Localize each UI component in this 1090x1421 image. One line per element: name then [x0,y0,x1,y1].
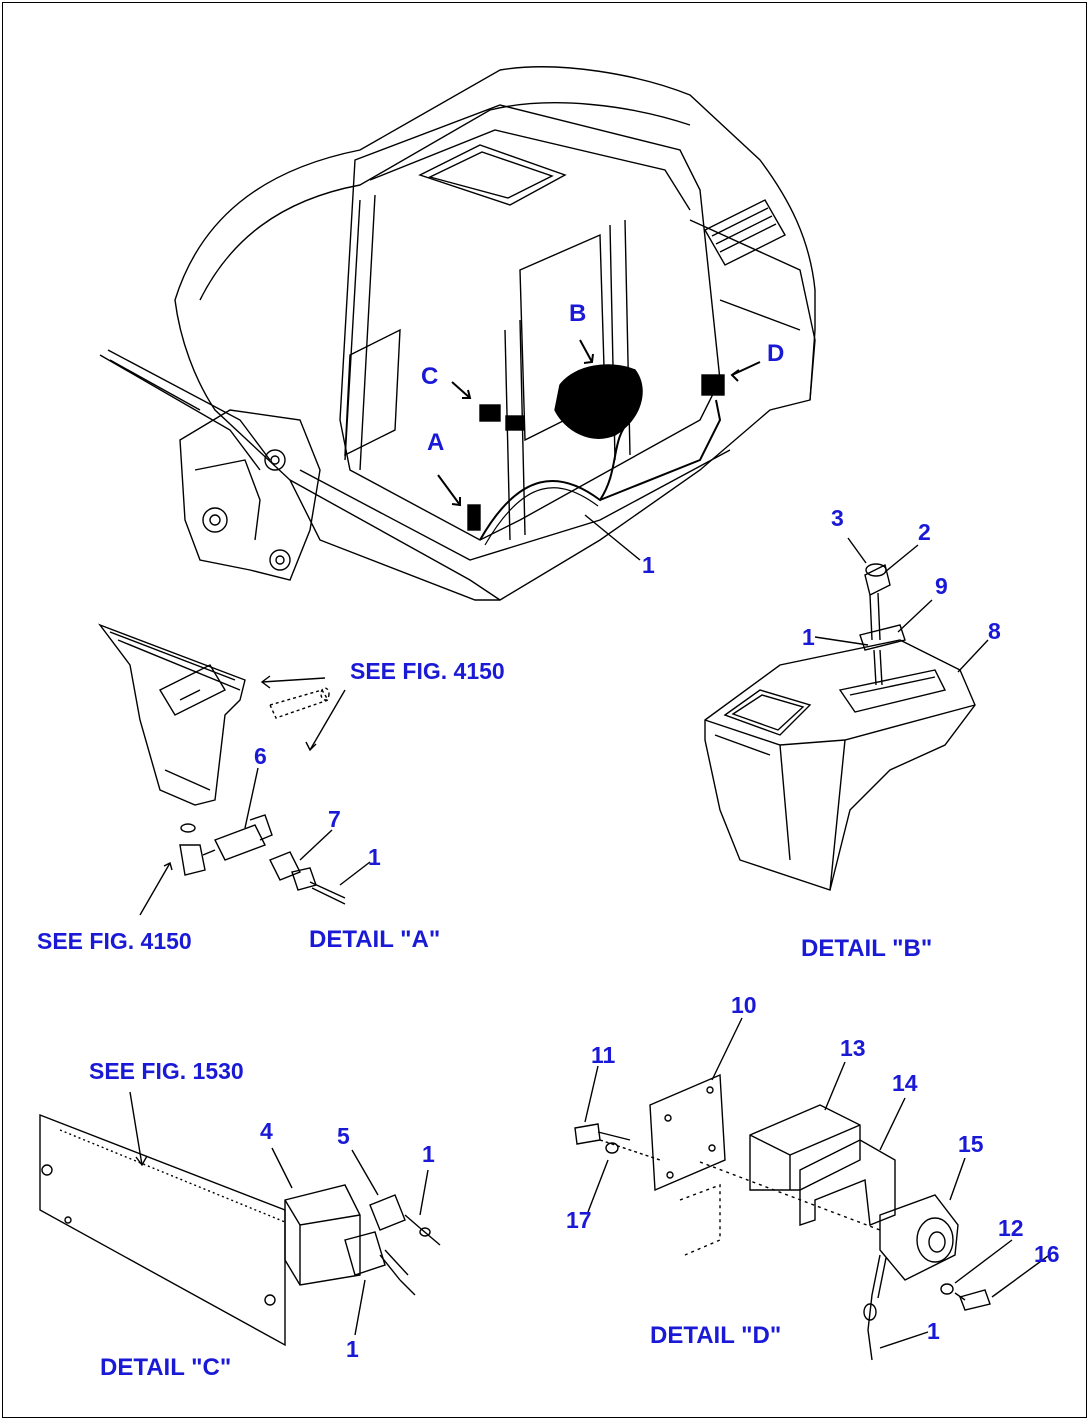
callout-3: 3 [831,505,844,531]
callout-16: 16 [1034,1241,1060,1267]
callout-1-detail-d: 1 [927,1318,940,1344]
callout-5: 5 [337,1123,350,1149]
callout-10: 10 [731,992,757,1018]
callout-letter-b: B [569,300,587,327]
machine-overview [99,66,816,601]
callout-7: 7 [328,806,341,832]
callout-15: 15 [958,1131,984,1157]
callout-11: 11 [591,1042,616,1068]
detail-c-illustration [39,1091,441,1347]
detail-d-caption: DETAIL "D" [650,1322,782,1349]
detail-a-caption: DETAIL "A" [309,926,441,953]
callout-8: 8 [988,618,1001,644]
see-fig-1530: SEE FIG. 1530 [89,1058,244,1084]
callout-harness: 1 [642,552,655,578]
callout-1-detail-a: 1 [368,844,381,870]
detail-a-illustration [97,623,371,916]
callout-1-detail-b: 1 [802,624,815,650]
detail-b-caption: DETAIL "B" [801,935,933,962]
callout-13: 13 [840,1035,866,1061]
callout-2: 2 [918,519,931,545]
callout-letter-a: A [427,429,445,456]
see-fig-4150-top: SEE FIG. 4150 [350,658,505,684]
see-fig-4150-left: SEE FIG. 4150 [37,928,192,954]
callout-14: 14 [892,1070,918,1096]
callout-17: 17 [566,1207,592,1233]
callout-4: 4 [260,1118,273,1144]
detail-c-caption: DETAIL "C" [100,1354,232,1381]
callout-1-detail-c-bottom: 1 [346,1336,359,1362]
callout-6: 6 [254,743,267,769]
detail-d-illustration [574,1017,1049,1361]
callout-1-detail-c-top: 1 [422,1141,435,1167]
detail-b-illustration [704,537,989,891]
callout-9: 9 [935,573,948,599]
callout-letter-d: D [767,340,785,367]
callout-letter-c: C [421,363,439,390]
callout-12: 12 [998,1215,1024,1241]
